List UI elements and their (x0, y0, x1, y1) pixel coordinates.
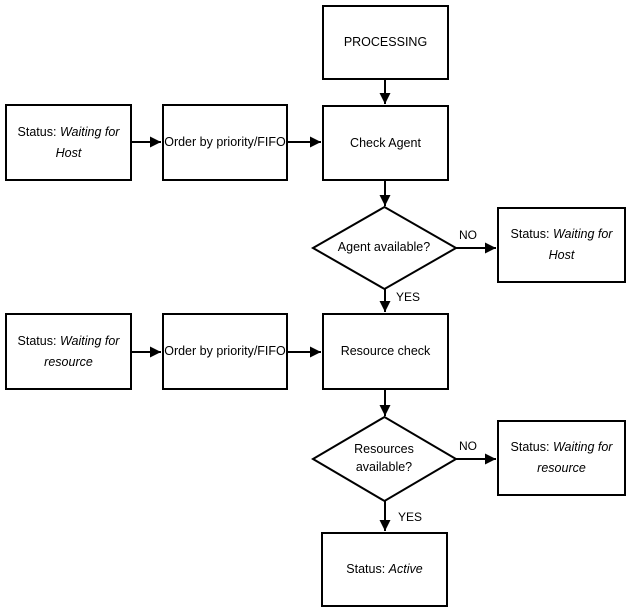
status-prefix: Status: (17, 333, 57, 348)
node-status-active: Status: Active (321, 532, 448, 607)
node-resource-check: Resource check (322, 313, 449, 390)
status-value: Waiting for resource (44, 333, 120, 369)
node-resource-check-label: Resource check (340, 344, 431, 359)
decision-resources-available-label: Resources available? (354, 442, 414, 474)
edge-label-agent-no: NO (459, 228, 477, 242)
decision-resources-available-shape (311, 415, 458, 503)
status-prefix: Status: (346, 562, 386, 577)
status-prefix: Status: (510, 440, 550, 455)
node-processing: PROCESSING (322, 5, 449, 80)
node-status-waiting-resource-right: Status: Waiting for resource (497, 420, 626, 496)
edge-label-resource-yes: YES (398, 510, 423, 524)
node-status-waiting-host-left: Status: Waiting for Host (5, 104, 132, 181)
node-order1-label: Order by priority/FIFO (164, 135, 286, 150)
node-order-by-priority-2: Order by priority/FIFO (162, 313, 288, 390)
status-prefix: Status: (510, 227, 550, 242)
node-order2-label: Order by priority/FIFO (164, 344, 286, 359)
decision-agent-available-shape (310, 205, 459, 291)
edge-label-resource-no: NO (459, 439, 477, 453)
status-value: Waiting for Host (55, 124, 120, 160)
edge-label-agent-yes: YES (396, 290, 421, 304)
node-processing-label: PROCESSING (343, 35, 428, 50)
status-value: Waiting for resource (537, 440, 613, 475)
node-order-by-priority-1: Order by priority/FIFO (162, 104, 288, 181)
status-prefix: Status: (17, 124, 57, 139)
node-check-agent-label: Check Agent (350, 135, 421, 150)
node-check-agent: Check Agent (322, 105, 449, 181)
node-status-waiting-host-right: Status: Waiting for Host (497, 207, 626, 283)
status-value: Active (388, 562, 423, 577)
status-value: Waiting for Host (548, 227, 613, 262)
node-status-waiting-resource-left: Status: Waiting for resource (5, 313, 132, 390)
decision-agent-available-label: Agent available? (337, 240, 431, 254)
